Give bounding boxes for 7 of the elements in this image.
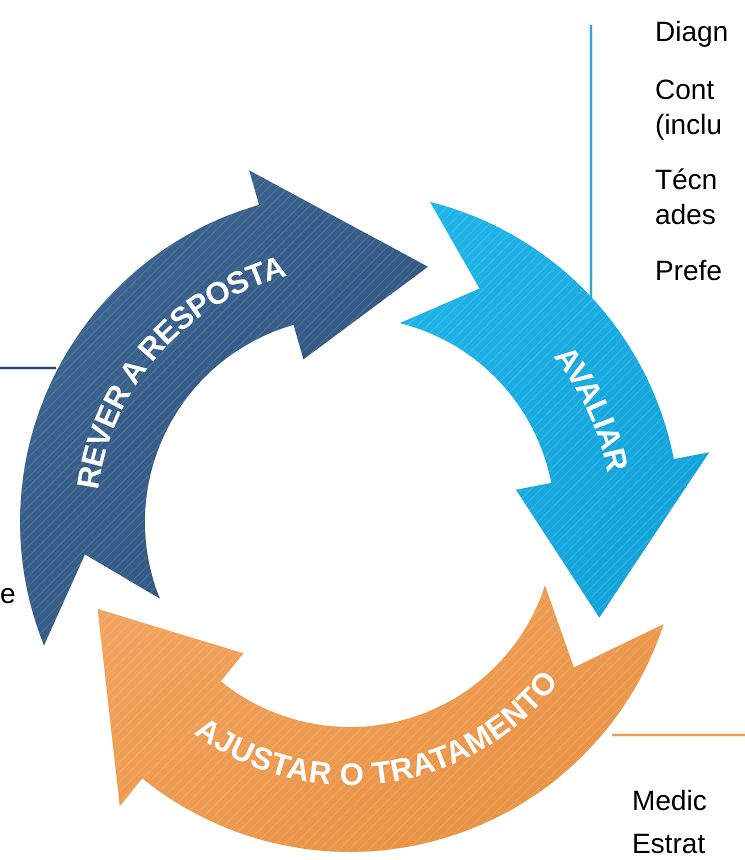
text-fragment: Técn ades — [655, 163, 718, 232]
text-fragment: Cont (inclu — [655, 73, 723, 142]
text-fragment: e — [0, 577, 16, 611]
text-fragment: Medic — [632, 784, 707, 818]
text-fragment: Prefe — [655, 254, 722, 288]
text-fragment: Estrat — [632, 827, 706, 860]
text-fragment: Diagn — [655, 15, 728, 49]
